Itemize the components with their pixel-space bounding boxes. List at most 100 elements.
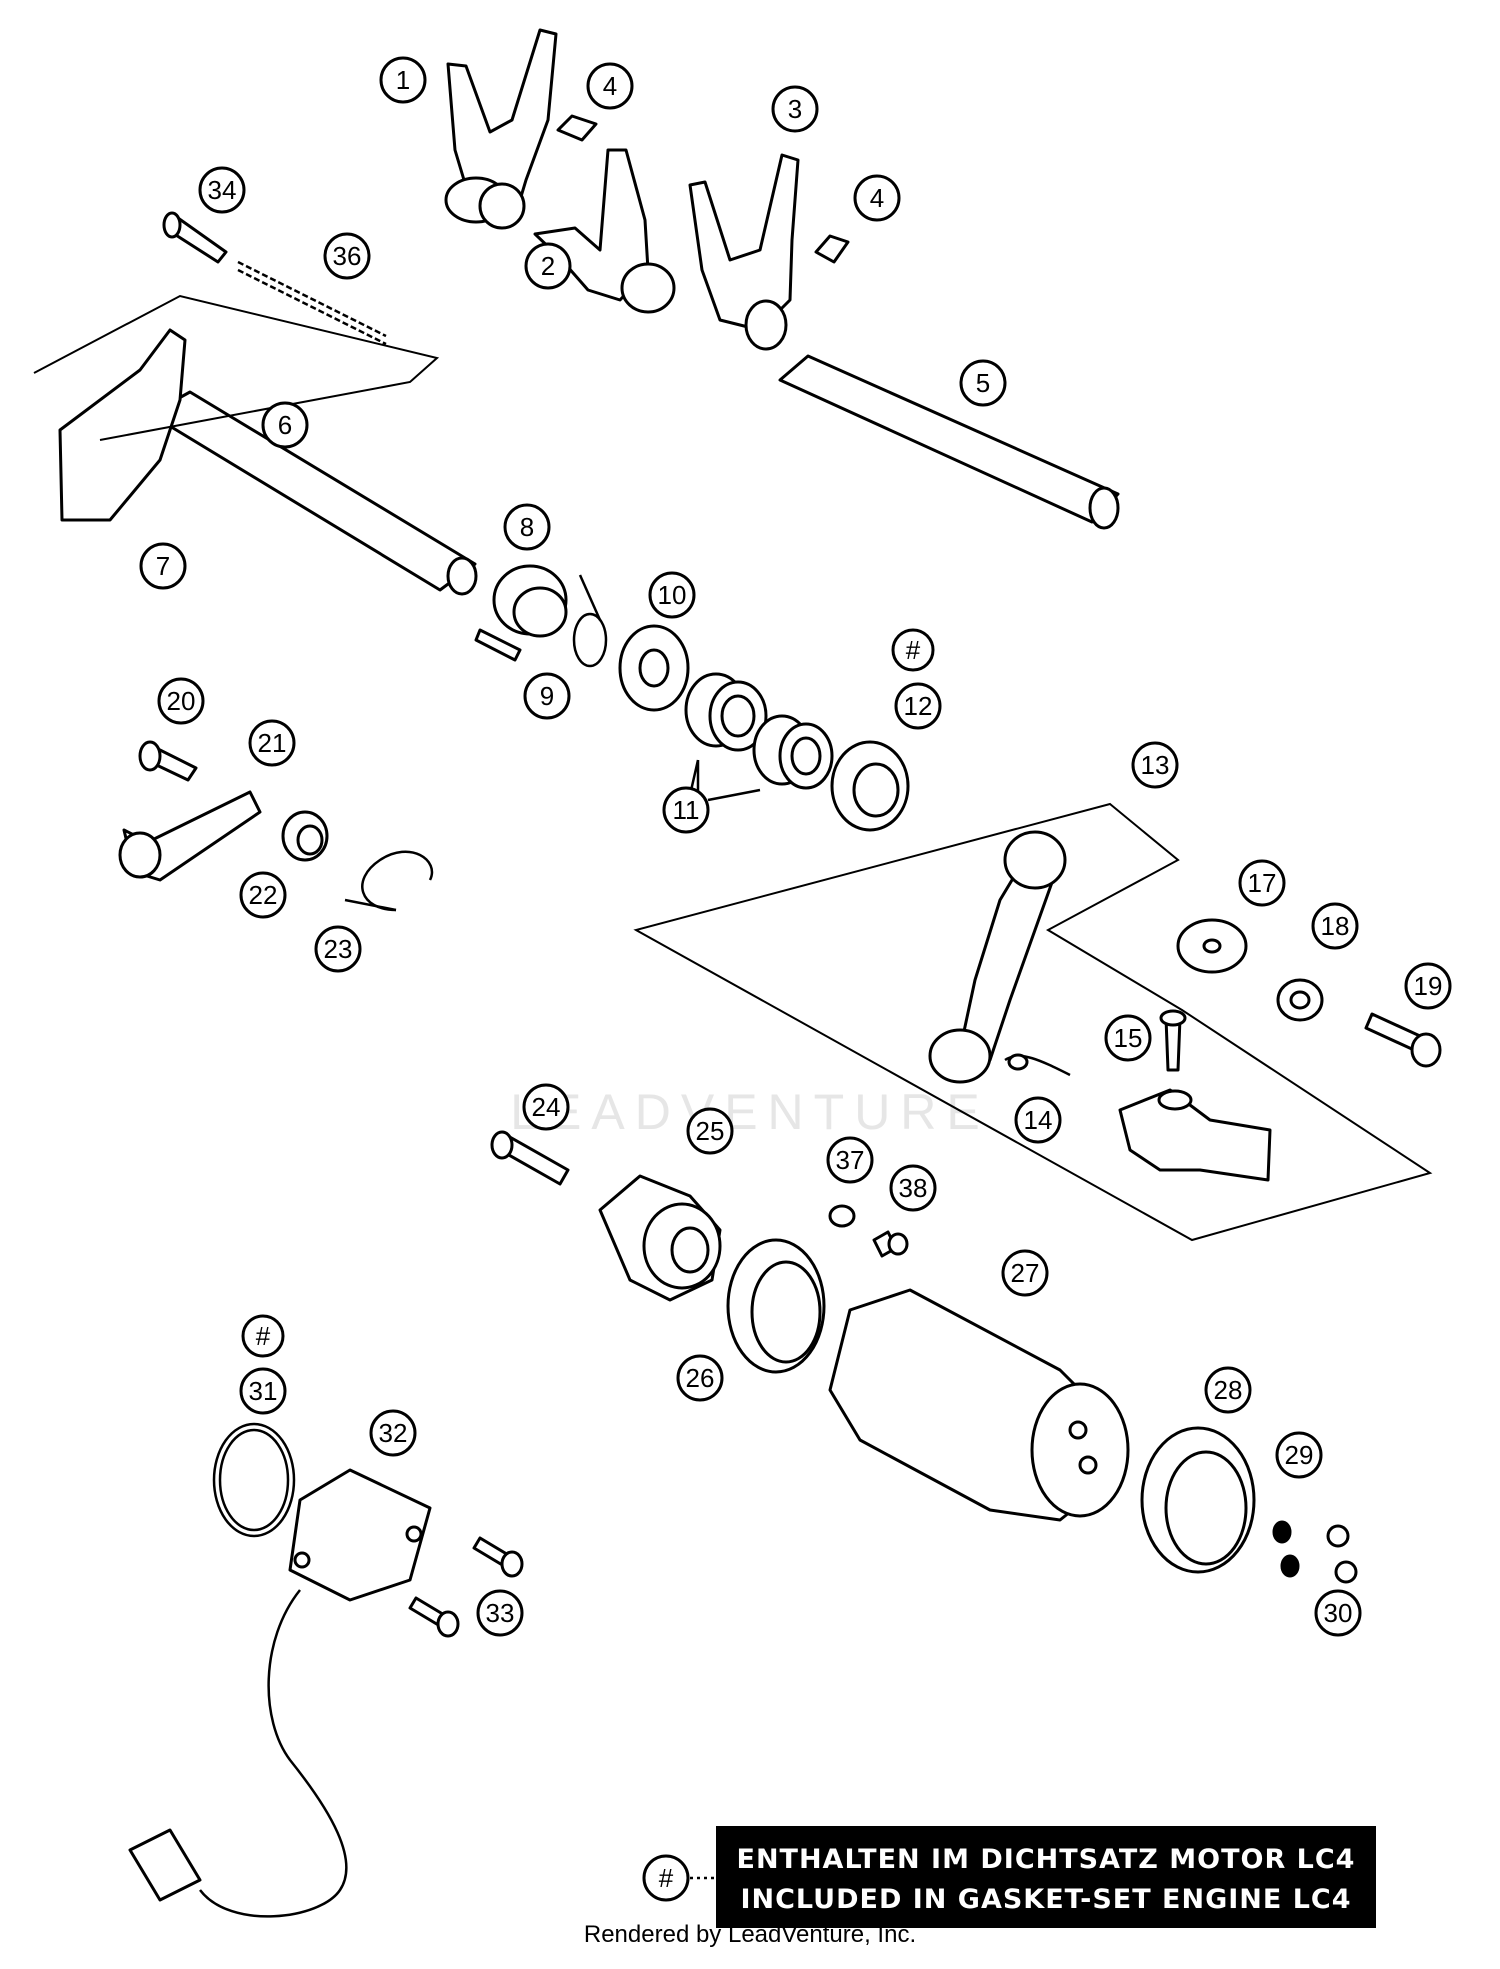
callout-label-3: 3 bbox=[788, 94, 802, 124]
needle-bearing-11a bbox=[684, 672, 768, 752]
shaft-seal-12 bbox=[830, 740, 910, 832]
callout-label-37: 37 bbox=[836, 1145, 865, 1175]
callout-label-34: 34 bbox=[208, 175, 237, 205]
callout-label-31: 31 bbox=[249, 1376, 278, 1406]
shift-drum-locator-25 bbox=[598, 1174, 722, 1302]
note-line-2: INCLUDED IN GASKET-SET ENGINE LC4 bbox=[740, 1884, 1351, 1915]
callout-circle-18 bbox=[1311, 902, 1359, 950]
callout-circle-11 bbox=[662, 786, 710, 834]
callout-circle-20 bbox=[157, 677, 205, 725]
callout-circle-25 bbox=[686, 1107, 734, 1155]
callout-circle-28 bbox=[1204, 1366, 1252, 1414]
shift-fork-1 bbox=[444, 28, 558, 230]
callout-label-28: 28 bbox=[1214, 1375, 1243, 1405]
o-ring-31 bbox=[212, 1422, 296, 1538]
bolt-34 bbox=[162, 211, 228, 264]
washer-37 bbox=[828, 1204, 856, 1228]
callout-label-24: 24 bbox=[532, 1092, 561, 1122]
shift-lever-13 bbox=[928, 830, 1067, 1084]
callout-circle-19 bbox=[1404, 962, 1452, 1010]
note-background bbox=[716, 1826, 1376, 1928]
lock-washer-18 bbox=[1276, 978, 1324, 1022]
callout-label-4a: 4 bbox=[603, 71, 617, 101]
callout-label-25: 25 bbox=[696, 1116, 725, 1146]
callout-label-21: 21 bbox=[258, 728, 287, 758]
callout-circle-5 bbox=[959, 359, 1007, 407]
spring-23 bbox=[344, 850, 434, 912]
screw-33b bbox=[408, 1596, 460, 1638]
callout-label-12: 12 bbox=[904, 691, 933, 721]
callout-label-26: 26 bbox=[686, 1363, 715, 1393]
callout-circle-4a bbox=[586, 62, 634, 110]
callout-circle-6 bbox=[261, 401, 309, 449]
gasket-set-note: ENTHALTEN IM DICHTSATZ MOTOR LC4 INCLUDE… bbox=[716, 1826, 1376, 1928]
shift-lever-21 bbox=[118, 790, 262, 882]
callout-circle-15 bbox=[1104, 1014, 1152, 1062]
shift-drum-27 bbox=[828, 1288, 1130, 1522]
callout-label-27: 27 bbox=[1011, 1258, 1040, 1288]
bolt-19 bbox=[1364, 1012, 1442, 1068]
pin-15 bbox=[1159, 1009, 1187, 1072]
washer-17 bbox=[1176, 918, 1248, 974]
spring-36 bbox=[237, 260, 387, 346]
callout-label-4b: 4 bbox=[870, 183, 884, 213]
callout-circle-22 bbox=[239, 871, 287, 919]
callout-circle-33 bbox=[476, 1589, 524, 1637]
callout-label-23: 23 bbox=[324, 934, 353, 964]
shift-rail-13b bbox=[1118, 1088, 1272, 1182]
callout-label-13: 13 bbox=[1141, 750, 1170, 780]
callout-label-20: 20 bbox=[167, 686, 196, 716]
callout-label-1: 1 bbox=[396, 65, 410, 95]
note-line-1: ENTHALTEN IM DICHTSATZ MOTOR LC4 bbox=[737, 1844, 1356, 1875]
callout-circle-hash-note bbox=[642, 1854, 690, 1902]
bearing-26 bbox=[726, 1238, 826, 1374]
callout-circle-37 bbox=[826, 1136, 874, 1184]
callout-circle-32 bbox=[369, 1409, 417, 1457]
fork-shaft-5 bbox=[778, 354, 1120, 530]
callout-label-9: 9 bbox=[540, 681, 554, 711]
shift-sleeve-8 bbox=[474, 564, 568, 662]
callout-label-33: 33 bbox=[486, 1598, 515, 1628]
callout-circle-38 bbox=[889, 1164, 937, 1212]
callout-circle-9 bbox=[523, 672, 571, 720]
bearing-28 bbox=[1140, 1426, 1256, 1574]
callout-circle-3 bbox=[771, 85, 819, 133]
shift-fork-3 bbox=[688, 153, 800, 351]
shift-fork-2 bbox=[533, 148, 676, 314]
callout-circle-21 bbox=[248, 719, 296, 767]
callout-label-32: 32 bbox=[379, 1418, 408, 1448]
shift-shaft-6 bbox=[58, 328, 478, 596]
callout-label-29: 29 bbox=[1285, 1440, 1314, 1470]
callout-circle-17 bbox=[1238, 859, 1286, 907]
callout-circle-23 bbox=[314, 925, 362, 973]
watermark-text: LEADVENTURE bbox=[510, 1084, 990, 1140]
callout-label-22: 22 bbox=[249, 880, 278, 910]
callout-circle-12 bbox=[894, 682, 942, 730]
screw-33a bbox=[472, 1536, 524, 1578]
callout-circle-1 bbox=[379, 56, 427, 104]
callout-circle-24 bbox=[522, 1083, 570, 1131]
guide-pin-4a bbox=[556, 114, 598, 142]
callout-circle-26 bbox=[676, 1354, 724, 1402]
callout-circle-14 bbox=[1014, 1096, 1062, 1144]
callout-circle-27 bbox=[1001, 1249, 1049, 1297]
spring-14 bbox=[1004, 1053, 1071, 1077]
callout-label-19: 19 bbox=[1414, 971, 1443, 1001]
callout-circle-hash-31 bbox=[241, 1314, 285, 1358]
callout-label-hash-note: # bbox=[659, 1863, 674, 1893]
callout-circle-10 bbox=[648, 571, 696, 619]
callout-circle-2 bbox=[524, 242, 572, 290]
callout-label-15: 15 bbox=[1114, 1023, 1143, 1053]
callout-label-18: 18 bbox=[1321, 911, 1350, 941]
callout-label-6: 6 bbox=[278, 410, 292, 440]
callout-label-14: 14 bbox=[1024, 1105, 1053, 1135]
callout-label-7: 7 bbox=[156, 551, 170, 581]
needle-bearing-11b bbox=[752, 714, 834, 790]
callout-label-8: 8 bbox=[520, 512, 534, 542]
callout-label-36: 36 bbox=[333, 241, 362, 271]
callout-circle-30 bbox=[1314, 1589, 1362, 1637]
circlip-9 bbox=[572, 574, 608, 668]
callout-circle-7 bbox=[139, 542, 187, 590]
bolt-20 bbox=[138, 740, 198, 782]
